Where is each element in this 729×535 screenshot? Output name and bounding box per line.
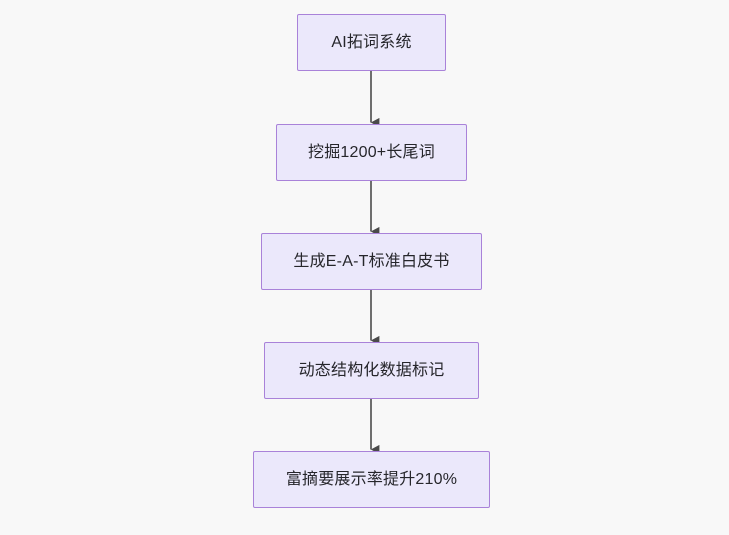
flow-node-label: 富摘要展示率提升210% [285,470,458,488]
flow-node-label: 动态结构化数据标记 [298,361,445,379]
flow-node-mine-longtail-keywords[interactable]: 挖掘1200+长尾词 [276,124,467,181]
flow-node-label: 生成E-A-T标准白皮书 [293,252,450,270]
flow-node-dynamic-structured-data-markup[interactable]: 动态结构化数据标记 [264,342,479,399]
flow-node-generate-eat-whitepaper[interactable]: 生成E-A-T标准白皮书 [261,233,482,290]
flow-node-label: AI拓词系统 [331,33,412,51]
flow-node-label: 挖掘1200+长尾词 [308,143,435,161]
flow-node-ai-keyword-system[interactable]: AI拓词系统 [297,14,446,71]
flow-node-rich-snippet-impression-lift[interactable]: 富摘要展示率提升210% [253,451,490,508]
